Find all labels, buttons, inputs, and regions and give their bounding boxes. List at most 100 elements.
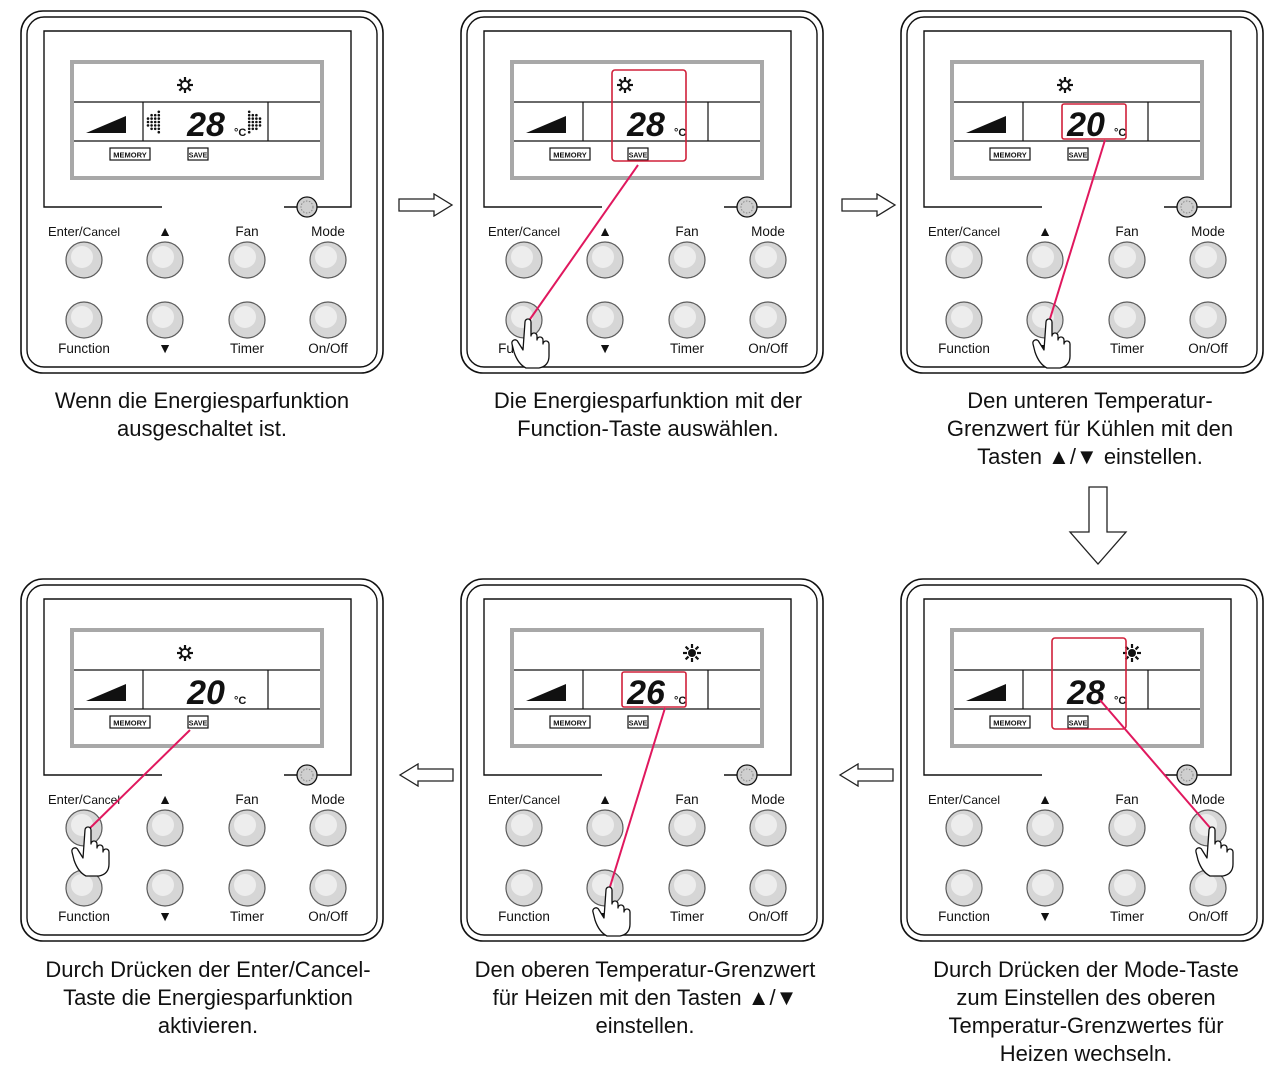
save-badge [1067,147,1089,161]
fan-label: Fan [675,224,698,239]
pointer-line [87,729,191,831]
fan-dot [157,120,161,124]
sun-core [688,649,696,657]
onoff-label: On/Off [308,909,348,924]
highlight-frame [621,671,687,708]
speaker-grille-icon [296,196,318,218]
caption-line: ausgeschaltet ist. [117,416,287,441]
fan-speed-ramp-icon [86,116,126,133]
fan-dot [157,124,161,127]
mode-label: Mode [311,792,345,807]
fan-dot [153,113,157,117]
memory-badge-label: MEMORY [553,151,586,160]
enter-cancel-button-highlight [951,246,973,268]
timer-button-highlight [1114,874,1136,896]
screen-housing [43,30,352,208]
fan-dot [251,127,255,131]
save-badge-label: SAVE [189,721,208,728]
onoff-button-highlight [1195,306,1217,328]
fan-dot [157,127,161,131]
fan-dot [146,117,150,120]
controller-body-inner [906,584,1258,936]
snowflake-icon [1057,77,1073,93]
arrow-down-icon [1068,486,1128,565]
caption-line: für Heizen mit den Tasten ▲/▼ [492,985,798,1010]
caption-line: Durch Drücken der Enter/Cancel- [45,957,371,982]
enter-cancel-label: Enter/Cancel [48,792,120,807]
function-button-highlight [951,874,973,896]
fan-dot [146,120,150,124]
pointer-line [527,164,639,323]
onoff-button-highlight [1195,874,1217,896]
memory-badge [109,715,151,729]
enter-cancel-label: Enter/Cancel [488,224,560,239]
pointing-hand-icon [592,886,631,937]
fan-speed-ramp-icon [526,116,566,133]
fan-label: Fan [1115,224,1138,239]
fan-speed-ramp-icon [966,116,1006,133]
enter-label: Enter [928,224,960,239]
screen-housing [923,30,1232,208]
snowflake-icon [617,77,633,93]
fan-dot [258,120,262,124]
sun-ray [694,645,700,651]
temperature-readout: 20 [186,674,225,712]
temperature-readout: 28 [626,106,665,144]
cancel-label: Cancel [523,793,560,807]
fan-label: Fan [1115,792,1138,807]
caption-step-5: Den oberen Temperatur-Grenzwert für Heiz… [425,956,865,1040]
controller-panel-2: 28°CMEMORYSAVEEnter/Cancel▲FanModeFuncti… [460,10,824,374]
function-label: Function [938,341,990,356]
snowflake-core [180,648,190,658]
arrow-left-icon [838,763,894,787]
speaker-grille-dots [300,200,314,214]
down-button-highlight [152,874,174,896]
memory-badge-label: MEMORY [113,719,146,728]
up-button-highlight [592,814,614,836]
sun-icon [683,644,701,662]
mode-button-highlight [315,814,337,836]
down-button-highlight [152,306,174,328]
controller-body-inner [466,584,818,936]
pointing-hand-icon [511,318,550,369]
mode-label: Mode [1191,224,1225,239]
cancel-label: Cancel [83,793,120,807]
mode-button-highlight [1195,246,1217,268]
pointing-hand-icon [71,826,110,877]
timer-button-highlight [674,874,696,896]
onoff-label: On/Off [748,909,788,924]
onoff-button-highlight [755,306,777,328]
sun-ray [694,655,700,661]
down-arrow-label: ▼ [1038,908,1052,924]
timer-label: Timer [670,341,704,356]
up-button-highlight [152,814,174,836]
mode-button-highlight [755,246,777,268]
up-arrow-label: ▲ [158,223,172,239]
sun-ray [1134,645,1140,651]
memory-badge-label: MEMORY [553,719,586,728]
caption-line: einstellen. [595,1013,695,1038]
enter-label: Enter [488,792,520,807]
fan-dot [251,124,255,127]
fan-dot [251,120,255,124]
caption-line: Function-Taste auswählen. [517,416,779,441]
arrow-right-icon [841,193,897,217]
up-arrow-label: ▲ [598,791,612,807]
enter-label: Enter [48,792,80,807]
fan-dot [247,110,251,114]
fan-label: Fan [235,224,258,239]
pointer-line [1048,139,1106,323]
fan-speed-ramp-icon [86,684,126,701]
timer-label: Timer [1110,909,1144,924]
down-arrow-label: ▼ [598,340,612,356]
onoff-label: On/Off [748,341,788,356]
timer-label: Timer [1110,341,1144,356]
cancel-label: Cancel [83,225,120,239]
snowflake-core [620,80,630,90]
controller-drawing: 28°CMEMORYSAVEEnter/Cancel▲FanModeFuncti… [460,10,824,374]
